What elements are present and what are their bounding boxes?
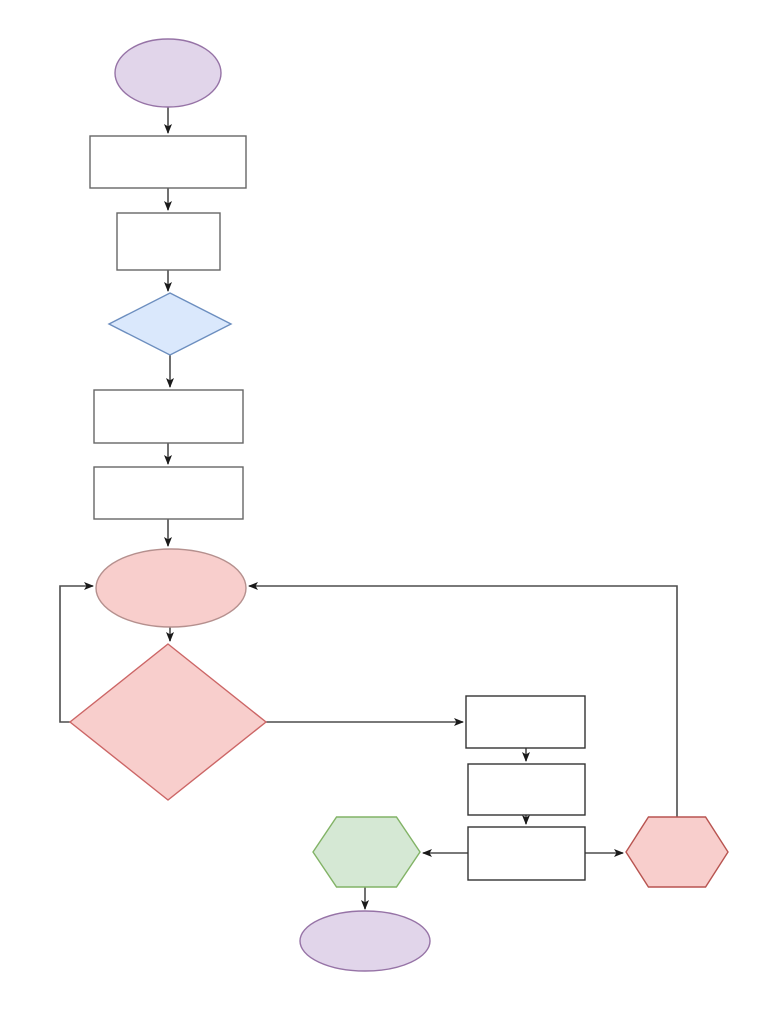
end-terminator[interactable] bbox=[299, 910, 431, 972]
hexagon-green-output[interactable] bbox=[312, 816, 421, 888]
hexagon-pink-feedback-shape[interactable] bbox=[625, 816, 729, 888]
process-step-1-shape[interactable] bbox=[89, 135, 247, 189]
edges-layer bbox=[59, 107, 678, 910]
edge-hexagon-pink-feedback-up-line bbox=[248, 582, 678, 817]
loop-junction-ellipse[interactable] bbox=[95, 548, 247, 628]
process-step-3[interactable] bbox=[93, 389, 244, 444]
loop-junction-ellipse-shape[interactable] bbox=[95, 548, 247, 628]
edge-decision-loopback-left bbox=[59, 582, 94, 723]
start-terminator[interactable] bbox=[114, 38, 222, 108]
nodes-layer bbox=[68, 38, 729, 972]
process-step-5-shape[interactable] bbox=[465, 695, 586, 749]
process-step-3-shape[interactable] bbox=[93, 389, 244, 444]
process-step-7[interactable] bbox=[467, 826, 586, 881]
hexagon-pink-feedback[interactable] bbox=[625, 816, 729, 888]
process-step-7-shape[interactable] bbox=[467, 826, 586, 881]
decision-blue[interactable] bbox=[107, 292, 233, 356]
process-step-2-shape[interactable] bbox=[116, 212, 221, 271]
edge-decision-loopback-left-line bbox=[59, 582, 94, 723]
decision-loop-condition[interactable] bbox=[68, 643, 268, 801]
decision-blue-shape[interactable] bbox=[107, 292, 233, 356]
process-step-1[interactable] bbox=[89, 135, 247, 189]
start-terminator-shape[interactable] bbox=[114, 38, 222, 108]
process-step-2[interactable] bbox=[116, 212, 221, 271]
process-step-6-shape[interactable] bbox=[467, 763, 586, 816]
process-step-4[interactable] bbox=[93, 466, 244, 520]
hexagon-green-output-shape[interactable] bbox=[312, 816, 421, 888]
process-step-6[interactable] bbox=[467, 763, 586, 816]
process-step-5[interactable] bbox=[465, 695, 586, 749]
decision-loop-condition-shape[interactable] bbox=[68, 643, 268, 801]
edge-hexagon-pink-feedback-up bbox=[248, 582, 678, 817]
end-terminator-shape[interactable] bbox=[299, 910, 431, 972]
process-step-4-shape[interactable] bbox=[93, 466, 244, 520]
